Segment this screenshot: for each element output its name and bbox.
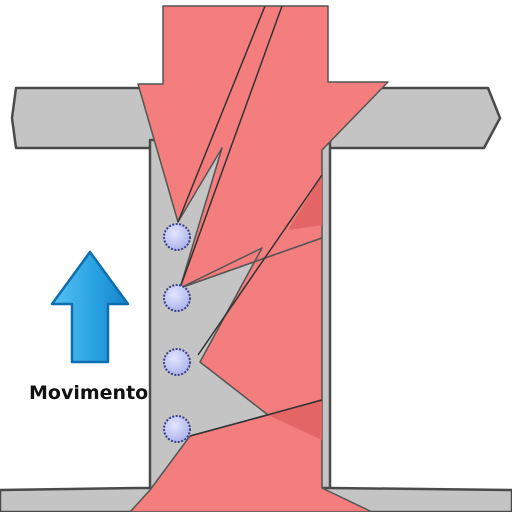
pin-4 bbox=[163, 415, 191, 443]
pin-1 bbox=[163, 223, 191, 251]
wedge-edge-3 bbox=[197, 174, 323, 356]
up-arrow-icon bbox=[50, 250, 130, 364]
pin-2 bbox=[163, 284, 191, 312]
pink-wedges bbox=[129, 5, 389, 512]
movement-label: Movimento bbox=[29, 382, 148, 404]
wedge-edge-4 bbox=[189, 399, 323, 437]
arrow-shape bbox=[50, 250, 130, 364]
pink-shade-right bbox=[288, 175, 322, 230]
wedge-edge-2 bbox=[179, 5, 283, 289]
wedge-edge-1 bbox=[177, 5, 266, 223]
pink-shade-bottom bbox=[268, 400, 322, 440]
pins bbox=[163, 223, 191, 443]
pin-3 bbox=[163, 348, 191, 376]
